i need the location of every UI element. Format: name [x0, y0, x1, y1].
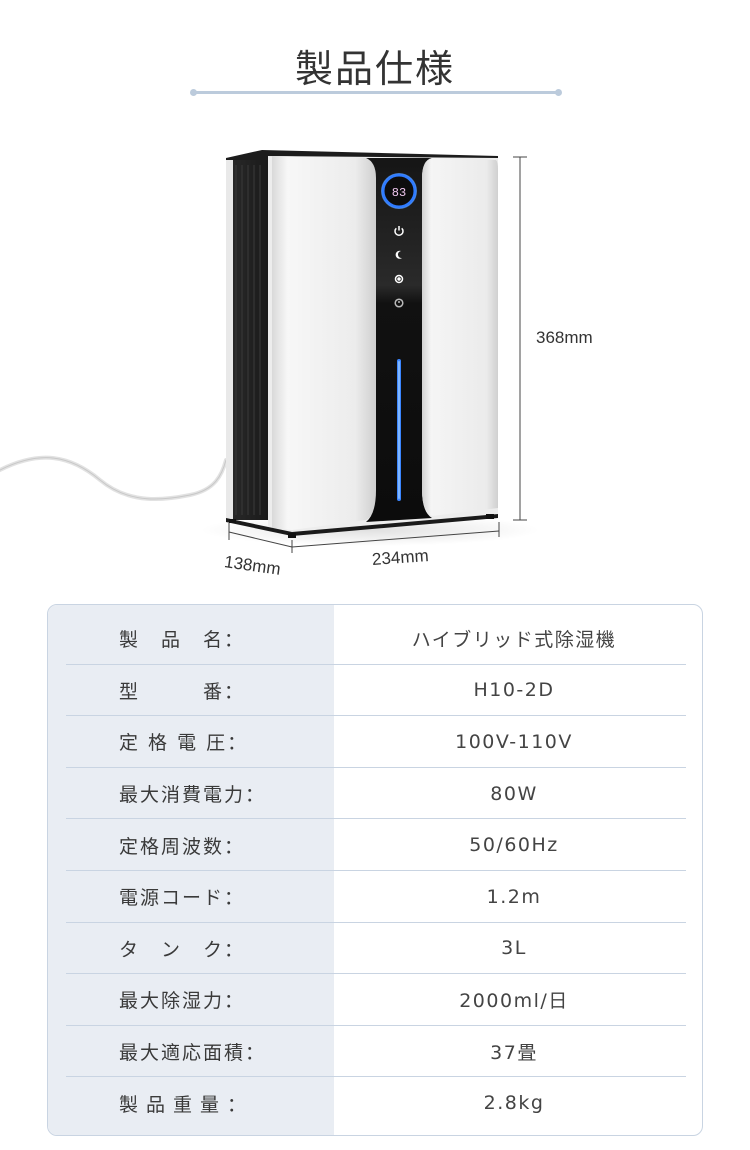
timer-icon	[394, 298, 404, 308]
spec-value: 37畳	[490, 1042, 538, 1065]
row-divider	[66, 921, 686, 923]
humidity-readout: 83	[392, 186, 406, 200]
spec-row-max-power: 最大消費電力： 80W	[66, 768, 686, 820]
spec-value: 2.8kg	[483, 1092, 545, 1115]
spec-label: タ ン ク：	[119, 938, 246, 961]
spec-label: 製品重量：	[119, 1093, 255, 1116]
spec-value: 1.2m	[486, 885, 542, 908]
height-dimension-label: 368mm	[536, 328, 593, 347]
spec-row-max-dehumidification: 最大除湿力： 2000ml/日	[66, 974, 686, 1026]
spec-value: ハイブリッド式除湿機	[411, 629, 617, 652]
spec-label: 最大除湿力：	[119, 990, 246, 1013]
power-icon	[394, 226, 404, 236]
page-title: 製品仕様	[294, 47, 455, 91]
dehumidifier-illustration: 83	[0, 150, 540, 553]
row-divider	[66, 766, 686, 768]
spec-label: 最大適応面積：	[119, 1042, 267, 1065]
spec-row-weight: 製品重量： 2.8kg	[66, 1077, 686, 1129]
spec-row-product-name: 製 品 名： ハイブリッド式除湿機	[66, 613, 686, 665]
spec-label: 製 品 名：	[119, 629, 246, 652]
spec-value: 3L	[501, 937, 527, 960]
row-divider	[66, 715, 686, 717]
spec-label: 最大消費電力：	[119, 784, 267, 807]
title-section: 製品仕様	[0, 0, 750, 110]
title-underline	[190, 89, 562, 96]
product-image-area: 83	[0, 140, 750, 590]
fan-mode-icon	[394, 274, 404, 284]
right-panel	[422, 158, 498, 516]
spec-row-power-cord: 電源コード： 1.2m	[66, 871, 686, 923]
power-cord	[0, 455, 228, 502]
row-divider	[66, 818, 686, 820]
spec-table: 製 品 名： ハイブリッド式除湿機 型 番： H10-2D 定 格 電 圧： 1…	[47, 604, 703, 1136]
left-panel	[272, 156, 376, 530]
spec-label: 定 格 電 圧：	[119, 732, 249, 755]
sleep-moon-icon	[395, 250, 402, 259]
row-divider	[66, 1024, 686, 1026]
spec-value: 80W	[490, 782, 538, 805]
spec-label: 型 番：	[119, 680, 246, 703]
width-dimension-label: 234mm	[371, 546, 430, 569]
spec-value: H10-2D	[473, 679, 555, 702]
spec-label: 定格周波数：	[119, 835, 246, 858]
spec-value: 2000ml/日	[459, 990, 569, 1013]
display-ring	[381, 173, 417, 209]
spec-row-frequency: 定格周波数： 50/60Hz	[66, 819, 686, 871]
row-divider	[66, 663, 686, 665]
spec-value: 100V-110V	[455, 730, 573, 753]
spec-row-model: 型 番： H10-2D	[66, 665, 686, 717]
control-strip	[366, 158, 432, 522]
row-divider	[66, 973, 686, 975]
row-divider	[66, 869, 686, 871]
dimension-lines	[228, 156, 527, 553]
spec-row-max-area: 最大適応面積： 37畳	[66, 1026, 686, 1078]
spec-value: 50/60Hz	[469, 834, 559, 857]
spec-row-tank: タ ン ク： 3L	[66, 923, 686, 975]
spec-label: 電源コード：	[119, 887, 246, 910]
row-divider	[66, 1076, 686, 1078]
spec-row-rated-voltage: 定 格 電 圧： 100V-110V	[66, 716, 686, 768]
